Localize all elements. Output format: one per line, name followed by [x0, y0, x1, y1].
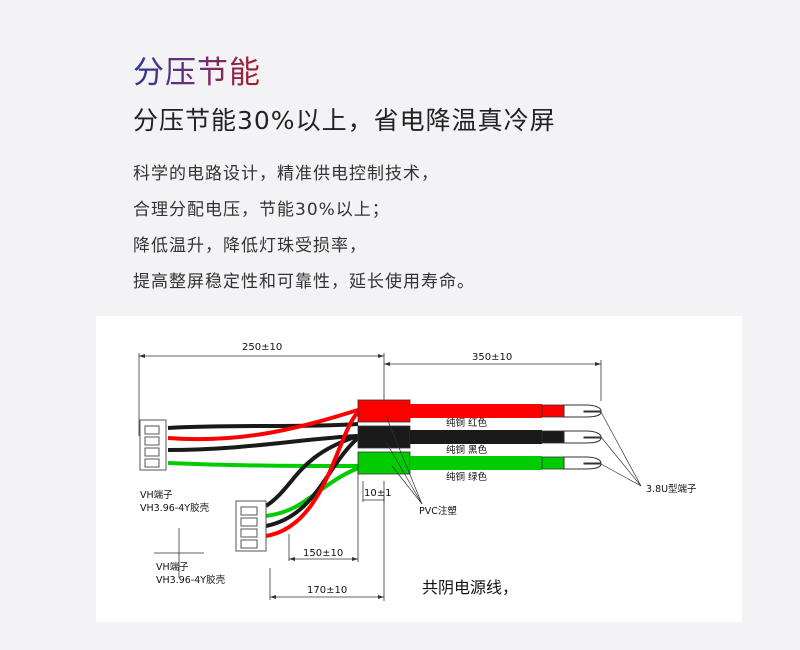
u-terminal-black: [563, 430, 602, 444]
wire-bundle: [167, 408, 360, 538]
black-wire-left-1: [167, 422, 359, 430]
u-terminals: [563, 404, 602, 470]
page-title: 分压节能: [133, 47, 261, 92]
vh-housing-label-2: VH3.96-4Y胶壳: [156, 574, 226, 586]
black-wire-left-2: [167, 434, 359, 452]
pvc-callout: PVC注塑: [419, 505, 457, 517]
description-line-2: 合理分配电压，节能30%以上；: [133, 200, 390, 220]
green-wire-left: [167, 461, 359, 468]
black-wire-label: 纯铜 黑色: [446, 444, 488, 456]
dim-350-label: 350±10: [472, 352, 512, 363]
pvc-molds: [357, 399, 411, 475]
red-wire-left: [167, 408, 359, 442]
output-wires: [410, 404, 542, 470]
wiring-diagram-panel: 250±10 350±10 150±10 170±10 10±1 纯铜 红色 纯…: [96, 316, 742, 622]
dim-150-label: 150±10: [303, 548, 343, 559]
vh-connector-left: [139, 419, 167, 471]
vh-terminal-label-1: VH端子: [140, 489, 173, 501]
black-wire-low-2: [265, 436, 360, 528]
description-line-4: 提高整屏稳定性和可靠性，延长使用寿命。: [133, 272, 475, 292]
dim-170-label: 170±10: [307, 585, 347, 596]
vh-housing-label-1: VH3.96-4Y胶壳: [140, 502, 210, 514]
u-terminal-red: [563, 404, 602, 418]
diagram-caption: 共阴电源线，: [422, 578, 519, 597]
callout-lines: [385, 411, 642, 505]
wiring-diagram: 250±10 350±10 150±10 170±10 10±1 纯铜 红色 纯…: [138, 342, 697, 601]
description-line-1: 科学的电路设计，精准供电控制技术，: [133, 164, 439, 184]
dim-10-label: 10±1: [364, 488, 391, 499]
vh-connector-lower: [235, 500, 267, 552]
ferrules: [541, 404, 565, 470]
red-wire-low: [265, 410, 360, 538]
vh-terminal-label-2: VH端子: [156, 561, 189, 573]
description-line-3: 降低温升，降低灯珠受损率，: [133, 236, 367, 256]
dimension-arrows: [139, 354, 601, 599]
dim-250-label: 250±10: [242, 342, 282, 353]
page-subtitle: 分压节能30%以上，省电降温真冷屏: [133, 106, 556, 135]
terminal-callout: 3.8U型端子: [646, 483, 697, 495]
green-wire-label: 纯铜 绿色: [446, 471, 488, 483]
red-wire-label: 纯铜 红色: [446, 417, 488, 429]
dimension-lines: [138, 353, 602, 601]
u-terminal-green: [563, 456, 602, 470]
description-list: 科学的电路设计，精准供电控制技术， 合理分配电压，节能30%以上； 降低温升，降…: [133, 156, 475, 300]
